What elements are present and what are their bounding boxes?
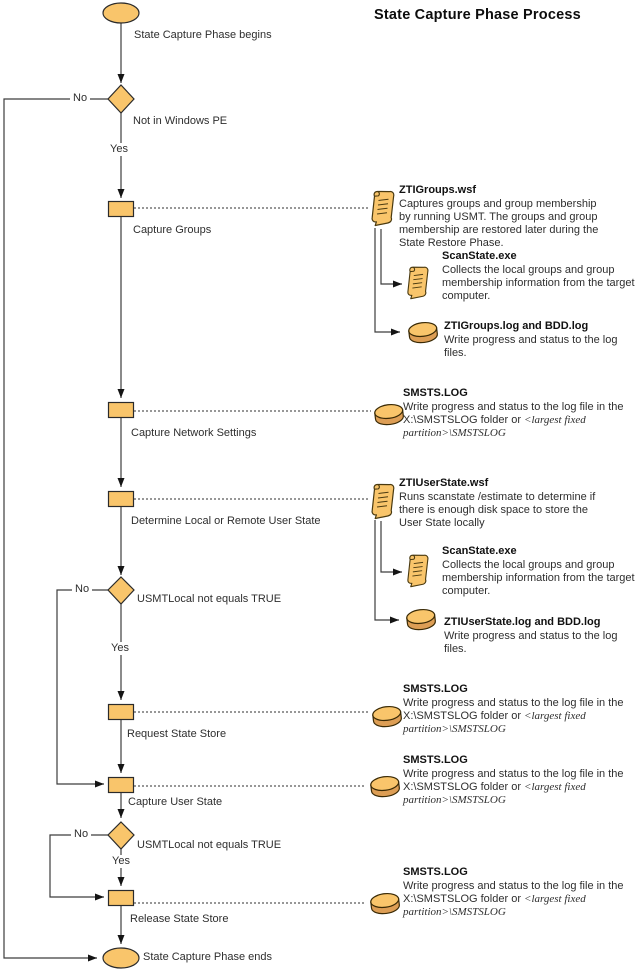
smsts-body-italic: <largest fixed partition>\SMSTSLOG xyxy=(403,710,586,735)
smsts-body-italic: <largest fixed partition>\SMSTSLOG xyxy=(403,781,586,806)
label-capture-network-settings: Capture Network Settings xyxy=(131,427,257,439)
end-terminator xyxy=(102,947,140,969)
annotation-smsts-1-heading: SMSTS.LOG xyxy=(403,387,468,399)
label-yes-1: Yes xyxy=(107,143,131,156)
annotation-scanstate-1-body: Collects the local groups and group memb… xyxy=(442,264,635,302)
process-request-state-store xyxy=(107,703,135,721)
arrow-ztiuserstate-to-log xyxy=(374,520,399,624)
database-icon-smsts-2 xyxy=(368,701,406,736)
arrow-ztigroups-to-scanstate xyxy=(380,229,402,288)
label-usmtlocal-2: USMTLocal not equals TRUE xyxy=(137,839,282,851)
process-release-state-store xyxy=(107,889,135,907)
annotation-smsts-3-body: Write progress and status to the log fil… xyxy=(403,768,629,807)
decision-usmtlocal-1 xyxy=(107,576,135,605)
database-icon-ztiuserstate-log xyxy=(402,604,440,639)
arrow-ztiuserstate-to-scanstate xyxy=(380,521,402,576)
label-end: State Capture Phase ends xyxy=(143,951,273,963)
script-icon-scanstate-1 xyxy=(405,264,430,306)
annotation-scanstate-1-heading: ScanState.exe xyxy=(442,250,517,262)
annotation-ztiuserstate-log-heading: ZTIUserState.log and BDD.log xyxy=(444,616,601,628)
label-no-1: No xyxy=(70,92,91,105)
annotation-ztigroups-heading: ZTIGroups.wsf xyxy=(399,184,476,196)
annotation-smsts-4-body: Write progress and status to the log fil… xyxy=(403,880,629,919)
process-determine-user-state xyxy=(107,490,135,508)
annotation-smsts-1-body: Write progress and status to the log fil… xyxy=(403,401,629,440)
start-terminator xyxy=(102,2,140,24)
script-icon-scanstate-2 xyxy=(405,552,430,594)
label-decision-not-in-windows-pe: Not in Windows PE xyxy=(133,115,228,127)
script-icon-ztiuserstate xyxy=(369,481,396,526)
label-no-3: No xyxy=(71,828,92,841)
label-no-2: No xyxy=(72,583,93,596)
annotation-ztigroups-body: Captures groups and group membership by … xyxy=(399,198,599,249)
process-capture-user-state xyxy=(107,776,135,794)
annotation-ztigroups-log-heading: ZTIGroups.log and BDD.log xyxy=(444,320,589,332)
label-capture-groups: Capture Groups xyxy=(133,224,212,236)
database-icon-smsts-1 xyxy=(370,399,408,434)
smsts-body-plain: Write progress and status to the log fil… xyxy=(403,880,624,905)
smsts-body-italic: <largest fixed partition>\SMSTSLOG xyxy=(403,414,586,439)
page-title: State Capture Phase Process xyxy=(374,7,581,23)
smsts-body-italic: <largest fixed partition>\SMSTSLOG xyxy=(403,893,586,918)
annotation-ztiuserstate-body: Runs scanstate /estimate to determine if… xyxy=(399,491,596,529)
arrow-no-loop-to-release xyxy=(49,834,108,901)
label-request-state-store: Request State Store xyxy=(127,728,227,740)
annotation-scanstate-2-heading: ScanState.exe xyxy=(442,545,517,557)
annotation-smsts-4-heading: SMSTS.LOG xyxy=(403,866,468,878)
annotation-ztiuserstate-heading: ZTIUserState.wsf xyxy=(399,477,489,489)
database-icon-smsts-3 xyxy=(366,771,404,806)
annotation-smsts-3-heading: SMSTS.LOG xyxy=(403,754,468,766)
label-determine-user-state: Determine Local or Remote User State xyxy=(131,515,321,527)
annotation-scanstate-2-body: Collects the local groups and group memb… xyxy=(442,559,635,597)
decision-usmtlocal-2 xyxy=(107,821,135,850)
label-yes-2: Yes xyxy=(108,642,132,655)
annotation-smsts-2-body: Write progress and status to the log fil… xyxy=(403,697,629,736)
annotation-ztiuserstate-log-body: Write progress and status to the log fil… xyxy=(444,630,618,655)
process-capture-groups xyxy=(107,200,135,218)
script-icon-ztigroups xyxy=(369,188,396,233)
decision-not-in-windows-pe xyxy=(107,84,135,114)
smsts-body-plain: Write progress and status to the log fil… xyxy=(403,697,624,722)
arrow-no-loop-to-end xyxy=(3,98,108,962)
smsts-body-plain: Write progress and status to the log fil… xyxy=(403,401,624,426)
label-start: State Capture Phase begins xyxy=(134,29,272,41)
arrow-no-loop-to-capture-user-state xyxy=(56,589,108,788)
label-usmtlocal-1: USMTLocal not equals TRUE xyxy=(137,593,282,605)
annotation-ztigroups-log-body: Write progress and status to the log fil… xyxy=(444,334,618,359)
database-icon-smsts-4 xyxy=(366,888,404,923)
label-capture-user-state: Capture User State xyxy=(128,796,223,808)
arrow-ztigroups-to-log xyxy=(374,228,400,336)
process-capture-network-settings xyxy=(107,401,135,419)
annotation-smsts-2-heading: SMSTS.LOG xyxy=(403,683,468,695)
label-release-state-store: Release State Store xyxy=(130,913,229,925)
label-yes-3: Yes xyxy=(109,855,133,868)
database-icon-ztigroups-log xyxy=(404,317,442,352)
smsts-body-plain: Write progress and status to the log fil… xyxy=(403,768,624,793)
